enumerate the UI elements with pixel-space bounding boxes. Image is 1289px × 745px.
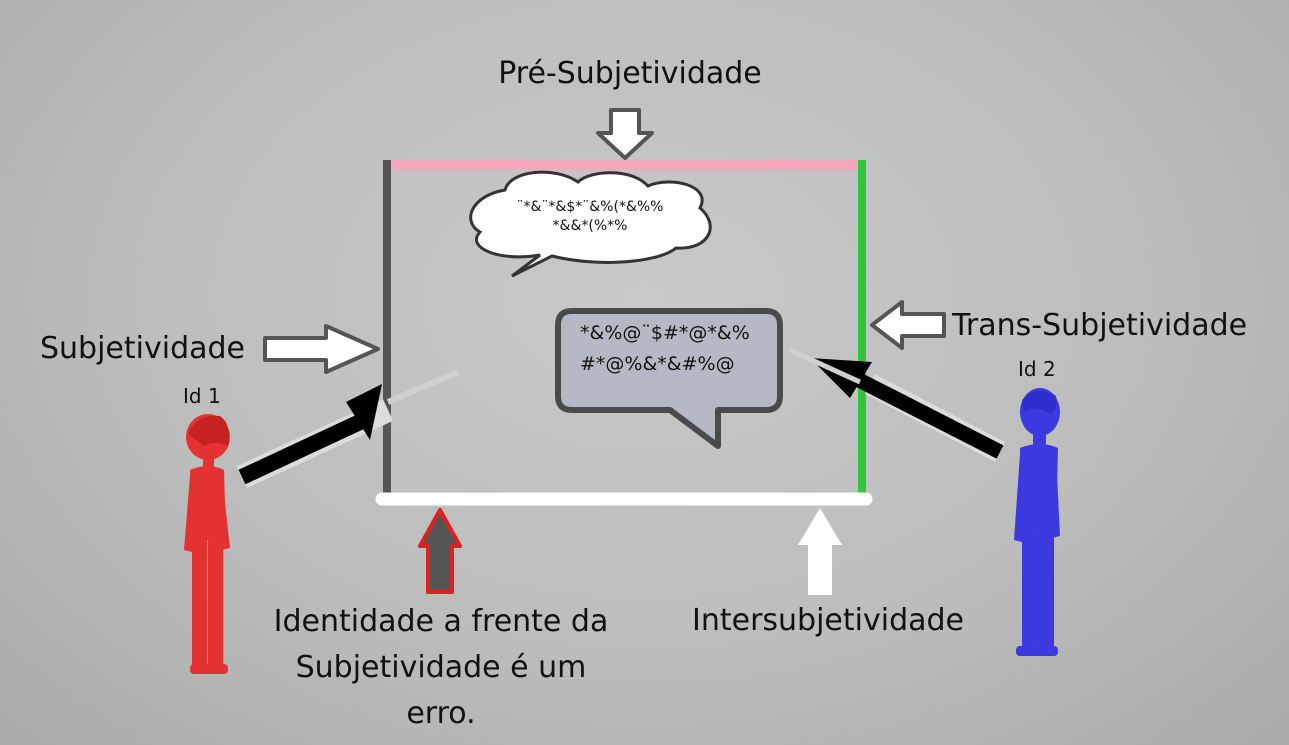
subjetividade-arrow [263,324,380,374]
trans-subjetividade-arrow [870,300,946,350]
id1-label: Id 1 [183,384,221,408]
pre-subjetividade-arrow [596,108,654,160]
cloud-text-line2: *&&*(%*% [552,218,628,234]
speech-bubble [555,308,783,449]
identidade-label-line2: Subjetividade é um [295,650,587,685]
speech-text-line1: *&%@¨$#*@*&% [580,322,750,344]
gaze-arrow-id1 [236,369,460,488]
intersubjetividade-arrow [798,508,842,595]
thought-cloud [469,170,712,278]
identidade-arrow [418,508,462,594]
id2-label: Id 2 [1018,357,1056,381]
intersubjetividade-label: Intersubjetividade [692,603,965,638]
person-id2-figure [1014,388,1060,656]
identidade-label-line3: erro. [406,696,476,731]
pre-subjetividade-label: Pré-Subjetividade [498,56,762,91]
trans-subjetividade-label: Trans-Subjetividade [952,308,1248,343]
identidade-label-line1: Identidade a frente da [273,604,609,639]
person-id1-figure [184,414,230,674]
gaze-arrow-id2 [788,347,1006,462]
subjetividade-label: Subjetividade [40,331,246,366]
speech-text-line2: #*@%&*&#%@ [580,353,735,375]
cloud-text-line1: ¨*&¨*&$*¨&%(*&%% [516,199,664,215]
